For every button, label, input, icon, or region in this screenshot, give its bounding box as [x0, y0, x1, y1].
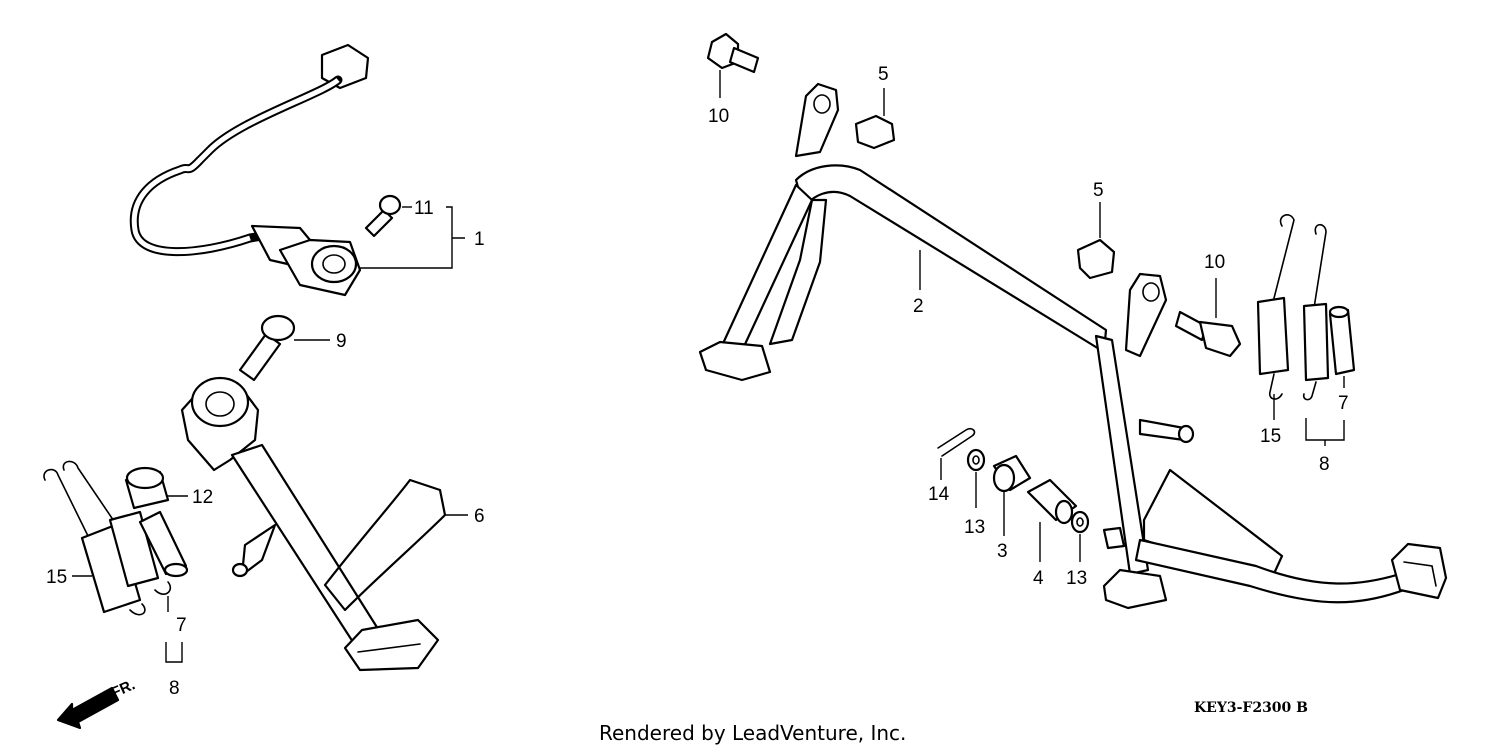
- washer-13-right[interactable]: [1070, 510, 1090, 534]
- callout-1: 1: [474, 229, 485, 250]
- callout-6: 6: [474, 506, 485, 527]
- callout-5-upper: 5: [878, 64, 889, 85]
- side-stand-switch[interactable]: [129, 43, 370, 297]
- callout-4: 4: [1033, 568, 1044, 589]
- callout-bracket-8a: [165, 642, 183, 663]
- collar-12[interactable]: [124, 466, 170, 510]
- callout-7-left: 7: [176, 615, 187, 636]
- collar-5-lower[interactable]: [1076, 238, 1116, 280]
- side-stand-pivot-bolt[interactable]: [238, 314, 296, 382]
- callout-15-left: 15: [46, 567, 67, 588]
- spring-sleeve-right[interactable]: [1328, 305, 1356, 376]
- main-stand-spring[interactable]: [1256, 214, 1330, 401]
- callout-5-lower: 5: [1093, 180, 1104, 201]
- main-stand[interactable]: [698, 82, 1448, 610]
- callout-bracket-8b: [1305, 418, 1345, 446]
- front-label: FR.: [109, 676, 138, 701]
- washer-13-left[interactable]: [966, 448, 986, 472]
- render-credit: Rendered by LeadVenture, Inc.: [599, 721, 906, 745]
- callout-bracket-1: [360, 206, 465, 269]
- spring-sleeve-left[interactable]: [138, 510, 189, 578]
- rubber-bush[interactable]: [992, 454, 1032, 493]
- pivot-collar[interactable]: [1026, 478, 1078, 525]
- side-stand[interactable]: [180, 376, 447, 672]
- callout-13-left: 13: [964, 517, 985, 538]
- callout-14: 14: [928, 484, 950, 505]
- callout-10-upper: 10: [708, 106, 729, 127]
- callout-13-right: 13: [1066, 568, 1087, 589]
- front-direction-arrow: [56, 686, 120, 730]
- callout-7-right: 7: [1338, 393, 1349, 414]
- side-stand-spring[interactable]: [43, 460, 172, 616]
- callout-8-right: 8: [1319, 454, 1330, 475]
- callout-8-left: 8: [169, 678, 180, 699]
- collar-5-upper[interactable]: [854, 114, 896, 150]
- callout-10-lower: 10: [1204, 252, 1225, 273]
- callout-3: 3: [997, 541, 1008, 562]
- callout-2: 2: [913, 296, 924, 317]
- main-stand-bolt-lower[interactable]: [1174, 310, 1242, 358]
- callout-11: 11: [414, 198, 434, 219]
- switch-screw[interactable]: [364, 194, 402, 238]
- drawing-code: KEY3-F2300 B: [1194, 700, 1308, 716]
- callout-9: 9: [336, 331, 347, 352]
- cotter-pin[interactable]: [937, 427, 976, 457]
- callout-12: 12: [192, 487, 213, 508]
- callout-15-right: 15: [1260, 426, 1281, 447]
- main-stand-bolt-upper[interactable]: [706, 32, 760, 74]
